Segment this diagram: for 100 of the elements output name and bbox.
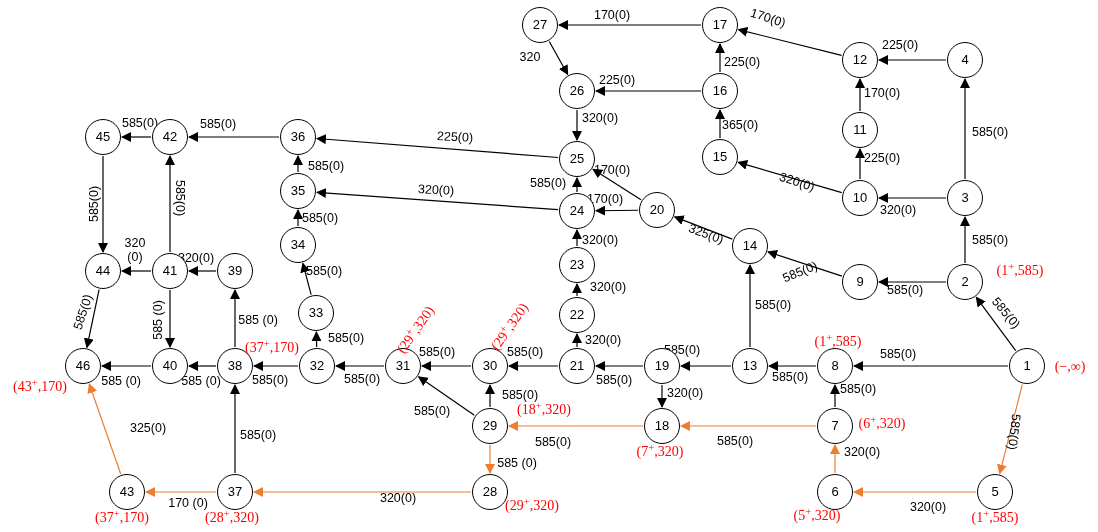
edge-label: 585(0): [839, 382, 877, 396]
arrow: [508, 361, 559, 371]
arrow: [558, 20, 702, 30]
arrow: [830, 444, 840, 474]
arrow: [745, 264, 755, 348]
arrow: [121, 132, 152, 142]
node-annotation: (1$^{+}$,585): [996, 263, 1044, 279]
arrow: [595, 361, 644, 371]
arrow: [715, 109, 725, 139]
edge-label: 585(0): [251, 373, 289, 387]
edge-label: 325(0): [686, 221, 726, 247]
edge-label: 170(0): [863, 86, 901, 100]
edge-label: 585(0): [886, 283, 924, 297]
edge-label: 320(0): [581, 233, 619, 247]
edge-label: 585(0): [971, 125, 1009, 139]
arrow: [878, 55, 947, 65]
edge-label: 585 (0): [497, 456, 537, 470]
edge-label: 585(0): [87, 185, 101, 223]
arrow: [165, 289, 175, 348]
edge-label: 225(0): [863, 151, 901, 165]
arrow: [853, 487, 977, 497]
node-annotation: (6$^{+}$,320): [858, 416, 906, 432]
arrow: [315, 134, 559, 159]
arrow: [485, 384, 495, 408]
edge-label: 320 (0): [123, 236, 147, 264]
edge-label: 585(0): [173, 179, 187, 217]
edge-label: 585(0): [971, 233, 1009, 247]
edge-label: 585(0): [307, 159, 345, 173]
edge-label: 585(0): [327, 331, 365, 345]
edge-label: 585(0): [771, 370, 809, 384]
arrow: [680, 421, 817, 431]
edge-label: 320(0): [666, 386, 704, 400]
edge-label: 585(0): [754, 298, 792, 312]
arrow: [335, 361, 385, 371]
node-annotation: (29$^{+}$,320): [505, 498, 559, 514]
arrow: [83, 289, 100, 349]
edge-label: 585 (0): [101, 374, 141, 388]
edge-label: 320(0): [777, 169, 817, 195]
arrow: [830, 384, 840, 408]
edge-label: 170(0): [748, 5, 788, 31]
edge-label: 170(0): [593, 8, 631, 22]
arrow: [230, 289, 240, 348]
edge-label: 585(0): [879, 347, 917, 361]
arrow: [855, 148, 865, 180]
edge-label: 325(0): [129, 421, 167, 435]
edge-label: 320(0): [843, 445, 881, 459]
edge-label: 225(0): [723, 55, 761, 69]
arrow: [188, 361, 217, 371]
edge-label: 320(0): [584, 333, 622, 347]
arrow: [121, 266, 152, 276]
edge-label: 585 (0): [238, 313, 278, 327]
node-annotation: (37$^{+}$,170): [95, 510, 149, 526]
arrow: [680, 361, 732, 371]
node-annotation: (1$^{+}$,585): [971, 510, 1019, 526]
arrow: [98, 155, 108, 253]
arrow: [997, 383, 1023, 475]
edge-label: 585(0): [716, 434, 754, 448]
edge-label: 585(0): [121, 116, 159, 130]
arrow: [293, 209, 303, 227]
arrow: [188, 132, 280, 142]
edge-label: 225(0): [598, 73, 636, 87]
arrow: [315, 188, 559, 211]
edge-label: 585(0): [780, 258, 820, 286]
arrow: [572, 333, 582, 348]
arrow: [311, 331, 322, 348]
arrow: [960, 78, 970, 180]
edge-label: 365(0): [721, 118, 759, 132]
node-annotation: (−,∞): [1054, 359, 1086, 375]
arrow: [87, 383, 122, 475]
arrow: [878, 277, 947, 287]
edge-label: 585(0): [501, 388, 539, 402]
edge-label: 585(0): [199, 117, 237, 131]
arrow: [737, 26, 843, 56]
edge-label: 320: [519, 50, 541, 64]
edge-label: 585(0): [301, 211, 339, 225]
edge-label: 320(0): [879, 203, 917, 217]
arrow: [508, 421, 644, 431]
node-annotation: (7$^{+}$,320): [636, 444, 684, 460]
arrow: [165, 155, 175, 253]
node-annotation: (28$^{+}$,320): [205, 510, 259, 526]
edge-label: 320(0): [909, 500, 947, 514]
arrow: [737, 160, 843, 194]
node-annotation: (43$^{+}$,170): [13, 379, 67, 395]
arrow: [572, 229, 582, 247]
edge-label: 585(0): [418, 345, 456, 359]
arrow: [572, 283, 582, 297]
arrow: [673, 215, 733, 240]
arrow: [657, 384, 667, 408]
arrow: [878, 193, 947, 203]
edge-label: 585(0): [506, 345, 544, 359]
edge-label: 585(0): [1004, 413, 1024, 451]
arrow: [572, 177, 582, 193]
arrow: [960, 216, 970, 264]
node-annotation: (1$^{+}$,585): [814, 334, 862, 350]
edge-label: 320(0): [581, 111, 619, 125]
node-annotation: (18$^{+}$,320): [517, 402, 571, 418]
edge-label: 320(0): [177, 251, 215, 265]
edge-label: 320(0): [589, 280, 627, 294]
arrow: [595, 205, 639, 216]
arrow: [101, 361, 152, 371]
